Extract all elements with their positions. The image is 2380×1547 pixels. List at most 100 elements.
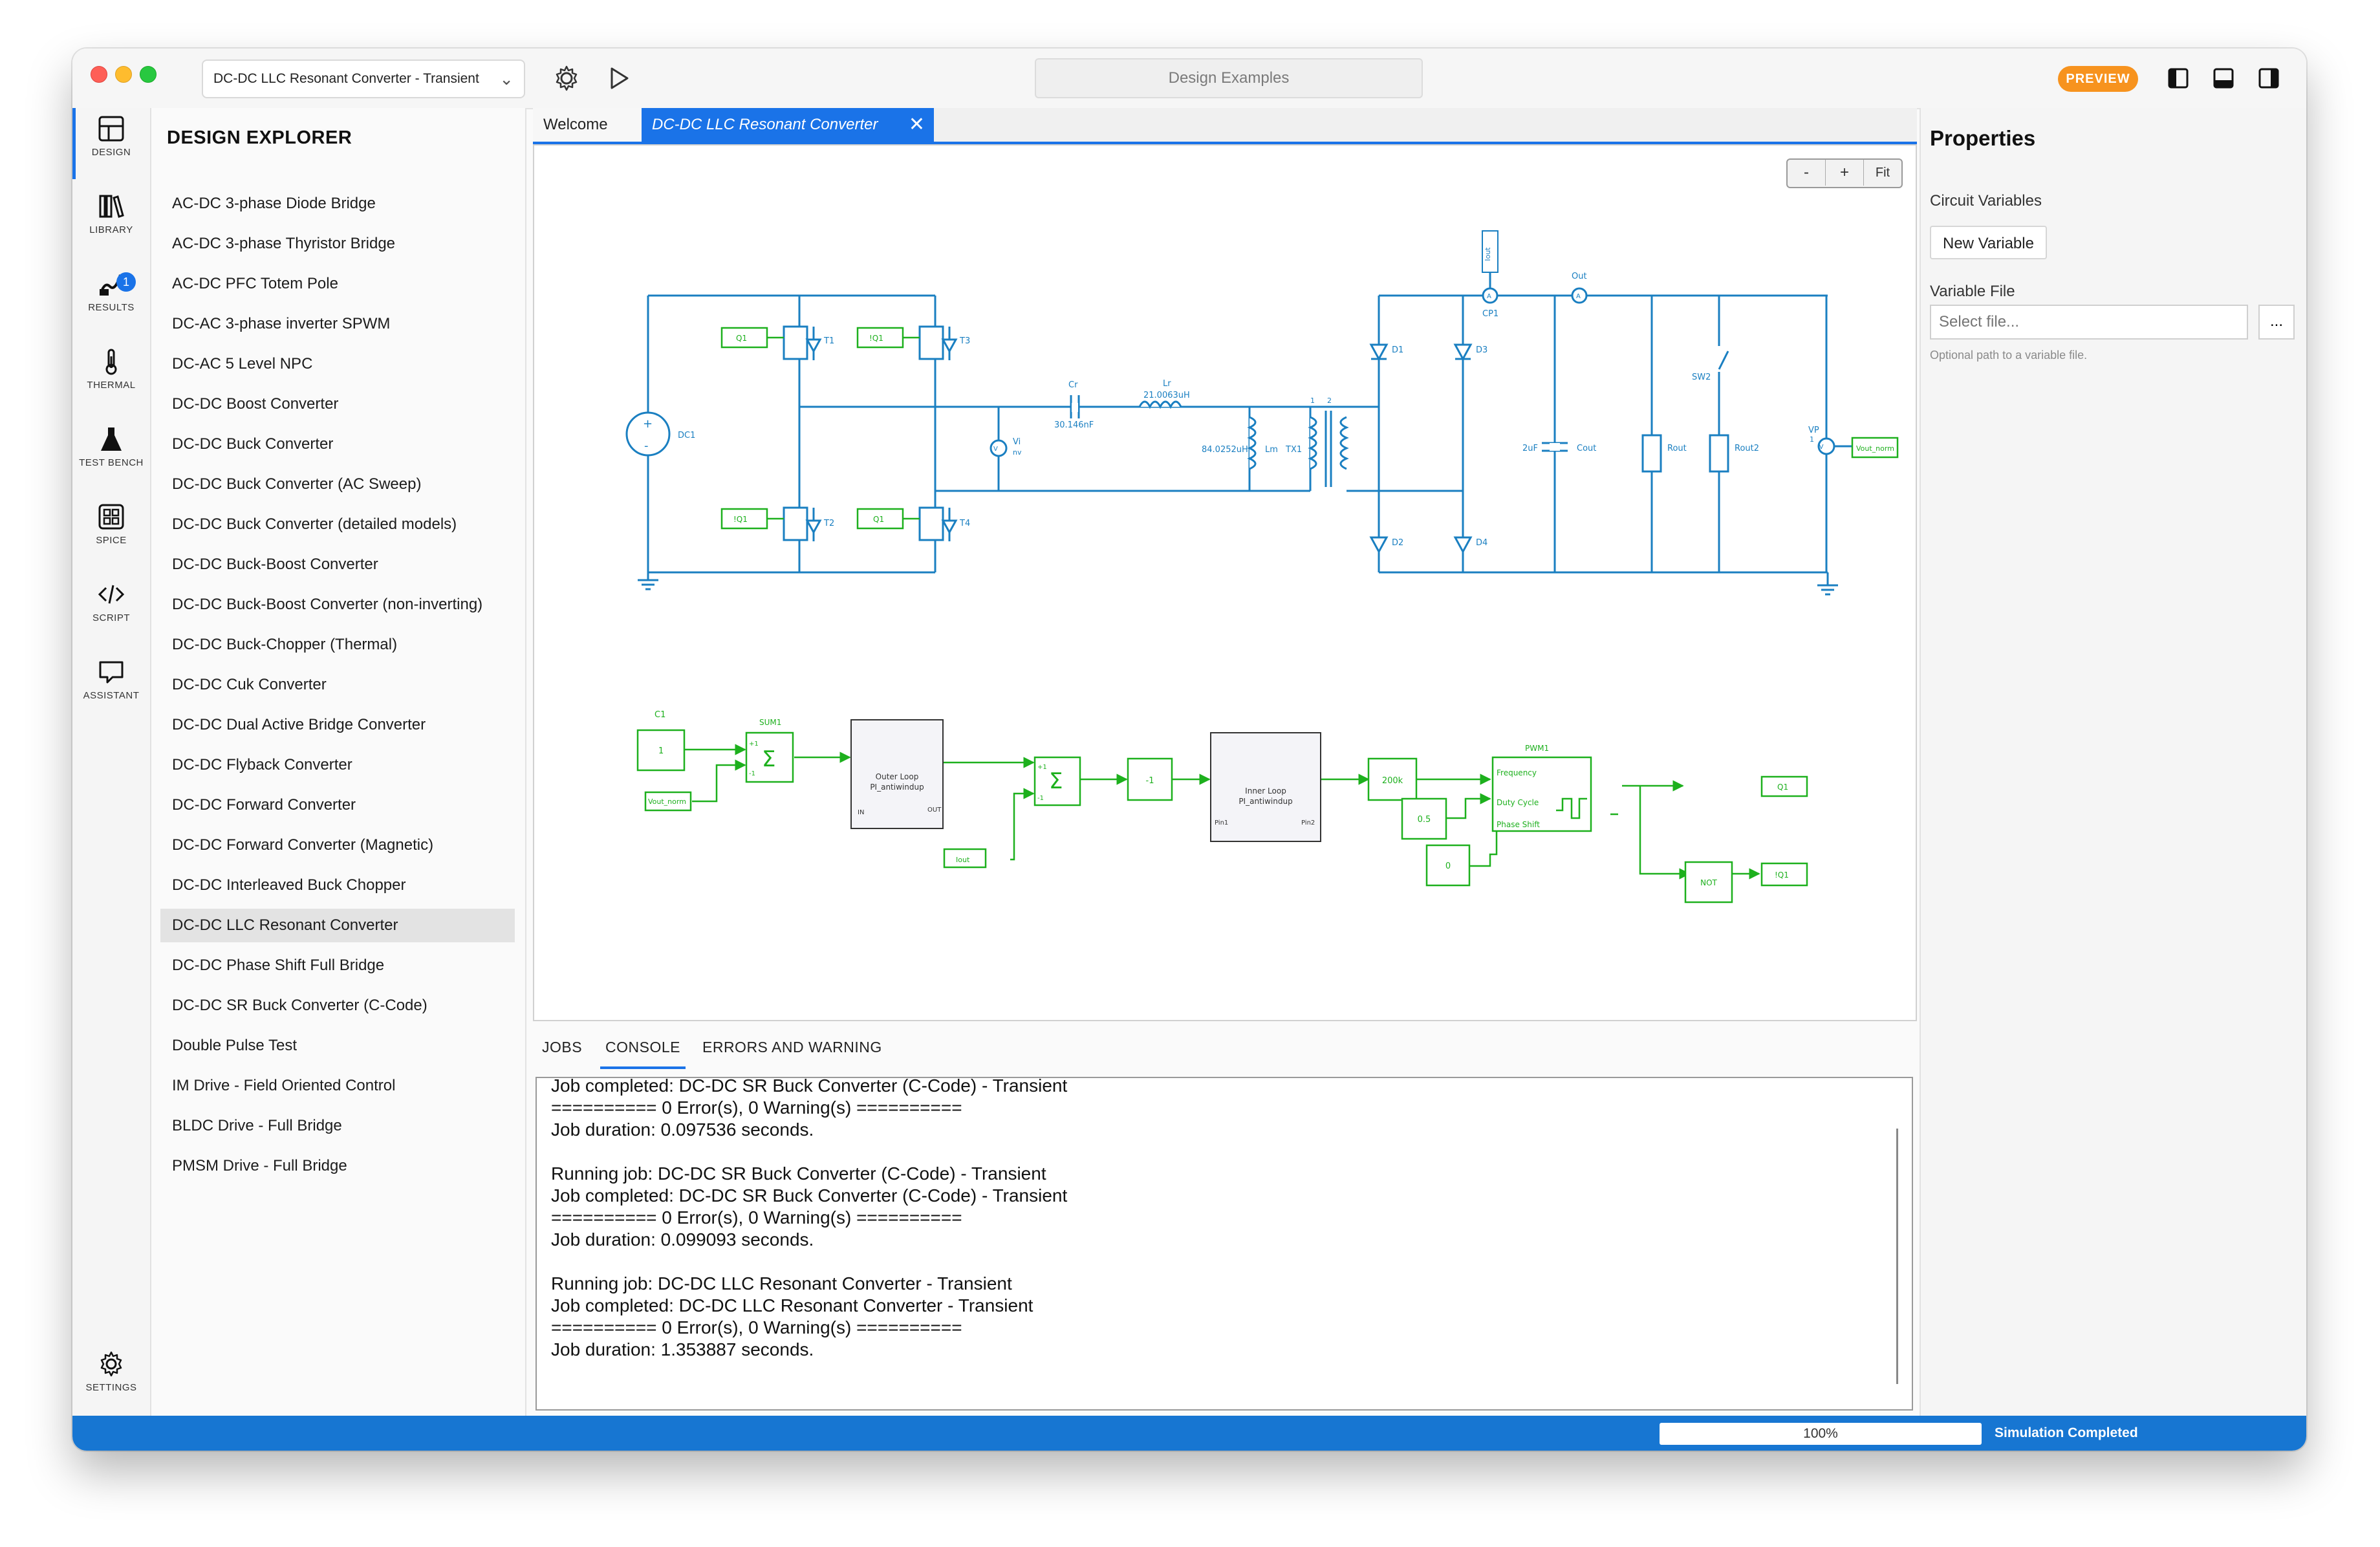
design-explorer: DESIGN EXPLORER AC-DC 3-phase Diode Brid… <box>151 108 526 1416</box>
status-message: Simulation Completed <box>1995 1416 2138 1451</box>
chat-icon <box>97 658 125 686</box>
console-scrollbar[interactable] <box>1896 1129 1898 1384</box>
design-list-item[interactable]: DC-DC Buck Converter (AC Sweep) <box>160 468 515 501</box>
design-list-item[interactable]: DC-DC Forward Converter <box>160 788 515 822</box>
gear-icon[interactable] <box>551 63 582 94</box>
activity-thermal[interactable]: THERMAL <box>72 341 150 412</box>
activity-spice[interactable]: SPICE <box>72 496 150 567</box>
activity-settings[interactable]: SETTINGS <box>72 1343 150 1414</box>
console-output[interactable]: Job completed: DC-DC SR Buck Converter (… <box>536 1077 1913 1411</box>
gate-tag: !Q1 <box>869 334 883 343</box>
design-list-item[interactable]: AC-DC 3-phase Diode Bridge <box>160 187 515 221</box>
subsystem-blocks <box>851 720 1321 841</box>
results-badge: 1 <box>116 272 136 292</box>
simulation-select-value: DC-DC LLC Resonant Converter - Transient <box>213 71 479 86</box>
tab-jobs[interactable]: JOBS <box>542 1033 582 1066</box>
design-list-item[interactable]: DC-DC Buck-Boost Converter (non-invertin… <box>160 588 515 622</box>
simulation-select[interactable]: DC-DC LLC Resonant Converter - Transient… <box>202 60 525 98</box>
console-line: Job duration: 0.097536 seconds. <box>551 1120 814 1140</box>
activity-test-bench[interactable]: TEST BENCH <box>72 418 150 490</box>
design-list-item[interactable]: DC-DC Interleaved Buck Chopper <box>160 869 515 902</box>
design-list-item[interactable]: IM Drive - Field Oriented Control <box>160 1069 515 1103</box>
design-list-item[interactable]: DC-DC Buck Converter (detailed models) <box>160 508 515 541</box>
design-list-item[interactable]: Double Pulse Test <box>160 1029 515 1063</box>
q1-output-tag: Q1 <box>1777 783 1788 792</box>
browse-file-button[interactable]: ... <box>2258 305 2295 340</box>
lr-value: 21.0063uH <box>1143 391 1190 400</box>
activity-label: SETTINGS <box>72 1382 150 1393</box>
design-examples-search[interactable]: Design Examples <box>1035 58 1423 98</box>
tab-welcome[interactable]: Welcome <box>533 108 657 142</box>
cout-label: Cout <box>1577 444 1596 453</box>
play-icon[interactable] <box>603 63 634 94</box>
schematic-canvas[interactable]: - + Fit <box>533 144 1917 1021</box>
power-labels: DC1 + - T1 T2 T3 T4 Cr 30.146nF Lr 21.00… <box>643 247 1824 548</box>
design-list-item[interactable]: DC-DC Buck Converter <box>160 427 515 461</box>
vp-label: VP <box>1808 426 1819 435</box>
title-bar: DC-DC LLC Resonant Converter - Transient… <box>72 49 2306 109</box>
design-list-item[interactable]: DC-AC 3-phase inverter SPWM <box>160 307 515 341</box>
nq1-output-tag: !Q1 <box>1775 871 1789 880</box>
console-line: ========== 0 Error(s), 0 Warning(s) ====… <box>551 1207 962 1228</box>
design-list-item[interactable]: DC-AC 5 Level NPC <box>160 347 515 381</box>
design-list-item[interactable]: DC-DC Phase Shift Full Bridge <box>160 949 515 982</box>
sw2-label: SW2 <box>1692 373 1711 382</box>
inner-loop-sub: PI_antiwindup <box>1239 797 1292 806</box>
activity-label: TEST BENCH <box>72 457 150 468</box>
activity-script[interactable]: SCRIPT <box>72 574 150 645</box>
activity-label: SPICE <box>72 535 150 546</box>
inner-pin2: Pin2 <box>1301 819 1315 827</box>
iout-tag2: Iout <box>956 856 970 864</box>
design-list-item[interactable]: DC-DC Forward Converter (Magnetic) <box>160 828 515 862</box>
minimize-window-button[interactable] <box>115 66 132 83</box>
design-list-item[interactable]: DC-DC Cuk Converter <box>160 668 515 702</box>
new-variable-button[interactable]: New Variable <box>1930 226 2047 259</box>
switch-label: T4 <box>959 519 970 528</box>
design-list-item[interactable]: DC-DC Buck-Boost Converter <box>160 548 515 581</box>
console-line: Running job: DC-DC SR Buck Converter (C-… <box>551 1163 1046 1184</box>
design-list-item[interactable]: DC-DC Flyback Converter <box>160 748 515 782</box>
power-stage <box>627 231 1854 594</box>
design-list-item[interactable]: AC-DC PFC Totem Pole <box>160 267 515 301</box>
toggle-left-panel-icon[interactable] <box>2163 63 2194 94</box>
source-label: DC1 <box>678 431 695 440</box>
svg-text:A: A <box>1487 293 1491 300</box>
layout-icon <box>97 114 125 143</box>
progress-label: 100% <box>1803 1426 1838 1441</box>
activity-design[interactable]: DESIGN <box>72 108 150 179</box>
design-list-item[interactable]: DC-DC Boost Converter <box>160 387 515 421</box>
rout-label: Rout <box>1667 444 1687 453</box>
diode-label: D1 <box>1392 345 1403 355</box>
pwm-phase: Phase Shift <box>1497 820 1540 829</box>
maximize-window-button[interactable] <box>140 66 157 83</box>
toggle-bottom-panel-icon[interactable] <box>2208 63 2239 94</box>
toggle-right-panel-icon[interactable] <box>2253 63 2284 94</box>
gate-tag: !Q1 <box>733 515 748 524</box>
design-list-item[interactable]: DC-DC SR Buck Converter (C-Code) <box>160 989 515 1022</box>
design-list-item[interactable]: AC-DC 3-phase Thyristor Bridge <box>160 227 515 261</box>
close-window-button[interactable] <box>91 66 107 83</box>
svg-text:A: A <box>1576 293 1581 300</box>
tab-console[interactable]: CONSOLE <box>600 1033 686 1069</box>
design-list-item[interactable]: DC-DC LLC Resonant Converter <box>160 909 515 942</box>
tab-errors-and-warning[interactable]: ERRORS AND WARNING <box>702 1033 882 1066</box>
activity-library[interactable]: LIBRARY <box>72 186 150 257</box>
outer-in-port: IN <box>858 809 864 816</box>
tx-pin: 1 <box>1310 396 1315 405</box>
code-icon <box>97 580 125 609</box>
design-list-item[interactable]: DC-DC Buck-Chopper (Thermal) <box>160 628 515 662</box>
variable-file-input[interactable] <box>1930 305 2248 340</box>
diode-label: D4 <box>1476 538 1488 548</box>
close-tab-icon[interactable]: ✕ <box>909 108 925 142</box>
lm-value: 84.0252uH <box>1202 445 1248 455</box>
activity-bar: DESIGN LIBRARY 1 RESULTS THERMAL <box>72 108 151 1416</box>
activity-results[interactable]: 1 RESULTS <box>72 263 150 334</box>
tab-llc-resonant-converter[interactable]: DC-DC LLC Resonant Converter ✕ <box>642 108 934 142</box>
design-list-item[interactable]: PMSM Drive - Full Bridge <box>160 1149 515 1183</box>
active-indicator <box>72 108 76 179</box>
switch-label: T1 <box>823 336 834 346</box>
tab-label: Welcome <box>543 116 608 133</box>
design-list-item[interactable]: DC-DC Dual Active Bridge Converter <box>160 708 515 742</box>
activity-assistant[interactable]: ASSISTANT <box>72 651 150 722</box>
design-list-item[interactable]: BLDC Drive - Full Bridge <box>160 1109 515 1143</box>
